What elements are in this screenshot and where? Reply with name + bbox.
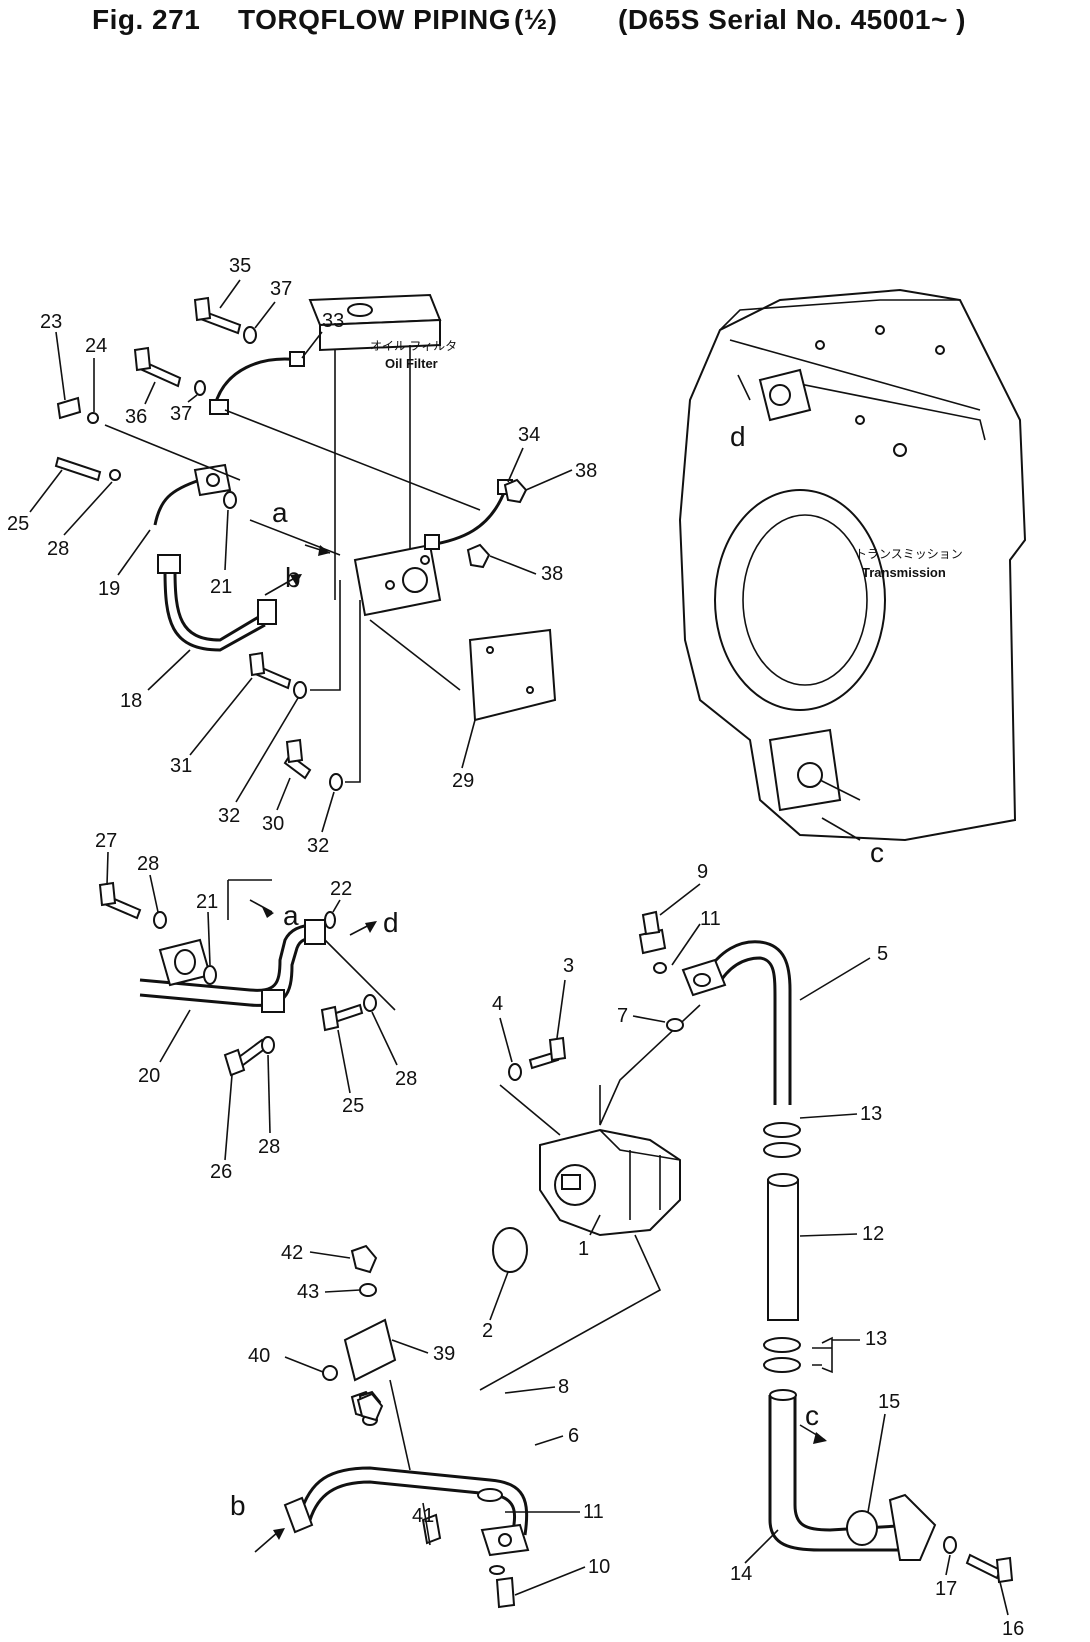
pipe-6-assembly <box>283 1318 530 1609</box>
part-number-6: 6 <box>568 1425 579 1447</box>
transmission-label: Transmission <box>862 565 946 580</box>
connection-letter-b: b <box>285 562 301 593</box>
part-number-41: 41 <box>412 1505 434 1527</box>
part-number-32: 32 <box>218 805 240 827</box>
part-number-9: 9 <box>697 861 708 883</box>
part-number-12: 12 <box>862 1223 884 1245</box>
part-number-1: 1 <box>578 1238 589 1260</box>
part-number-27: 27 <box>95 830 117 852</box>
part-number-39: 39 <box>433 1343 455 1365</box>
part-number-23: 23 <box>40 311 62 333</box>
transmission-label-jp: トランスミッション <box>855 547 963 561</box>
connection-letter-a: a <box>283 900 299 931</box>
part-number-8: 8 <box>558 1376 569 1398</box>
part-number-13: 13 <box>860 1103 882 1125</box>
part-number-40: 40 <box>248 1345 270 1367</box>
part-number-10: 10 <box>588 1556 610 1578</box>
part-number-21: 21 <box>210 576 232 598</box>
part-number-26: 26 <box>210 1161 232 1183</box>
part-number-37: 37 <box>170 403 192 425</box>
connection-letter-a: a <box>272 497 288 528</box>
part-number-19: 19 <box>98 578 120 600</box>
part-number-28: 28 <box>395 1068 417 1090</box>
connection-letter-d: d <box>730 421 746 452</box>
part-number-17: 17 <box>935 1578 957 1600</box>
part-number-38: 38 <box>575 460 597 482</box>
pump-1 <box>479 1004 701 1391</box>
part-number-18: 18 <box>120 690 142 712</box>
part-number-7: 7 <box>617 1005 628 1027</box>
header: Fig. 271 TORQFLOW PIPING (½) (D65S Seria… <box>0 0 1090 56</box>
part-number-14: 14 <box>730 1563 752 1585</box>
part-number-35: 35 <box>229 255 251 277</box>
hose-18-pipe-19 <box>54 296 528 791</box>
part-number-11: 11 <box>700 908 721 930</box>
figure-title: TORQFLOW PIPING <box>238 4 511 35</box>
oil-filter-assembly <box>209 293 557 722</box>
part-number-32: 32 <box>307 835 329 857</box>
part-number-22: 22 <box>330 878 352 900</box>
part-number-30: 30 <box>262 813 284 835</box>
part-number-2: 2 <box>482 1320 493 1342</box>
figure-page-fraction: (½) <box>514 4 558 35</box>
transmission-housing <box>678 288 1027 842</box>
part-callouts: 1 2 3 4 5 6 7 8 9 10 11 11 12 13 13 14 1… <box>7 255 1024 1640</box>
part-number-15: 15 <box>878 1391 900 1413</box>
part-number-13: 13 <box>865 1328 887 1350</box>
part-number-38: 38 <box>541 563 563 585</box>
connection-arrows <box>249 374 861 1553</box>
part-number-21: 21 <box>196 891 218 913</box>
part-number-24: 24 <box>85 335 107 357</box>
part-number-20: 20 <box>138 1065 160 1087</box>
part-number-43: 43 <box>297 1281 319 1303</box>
connection-letter-b: b <box>230 1490 246 1521</box>
part-number-28: 28 <box>258 1136 280 1158</box>
connection-letter-d: d <box>383 907 399 938</box>
serial-range: (D65S Serial No. 45001~ ) <box>618 4 966 35</box>
part-number-4: 4 <box>492 993 503 1015</box>
part-number-11: 11 <box>583 1501 604 1523</box>
part-number-33: 33 <box>322 310 344 332</box>
part-number-28: 28 <box>137 853 159 875</box>
part-number-36: 36 <box>125 406 147 428</box>
pipes-5-12-14 <box>638 910 1014 1584</box>
oil-filter-label-jp: オイル フィルタ <box>370 339 457 353</box>
part-number-34: 34 <box>518 424 540 446</box>
connection-letter-c: c <box>805 1400 819 1431</box>
part-number-25: 25 <box>7 513 29 535</box>
pipe-20-assembly <box>98 879 396 1077</box>
part-number-28: 28 <box>47 538 69 560</box>
figure-number: Fig. 271 <box>92 4 201 35</box>
part-number-3: 3 <box>563 955 574 977</box>
part-number-37: 37 <box>270 278 292 300</box>
part-number-29: 29 <box>452 770 474 792</box>
part-number-42: 42 <box>281 1242 303 1264</box>
part-number-25: 25 <box>342 1095 364 1117</box>
connection-letter-c: c <box>870 837 884 868</box>
part-number-16: 16 <box>1002 1618 1024 1640</box>
oil-filter-label: Oil Filter <box>385 356 438 371</box>
part-number-5: 5 <box>877 943 888 965</box>
part-number-31: 31 <box>170 755 192 777</box>
